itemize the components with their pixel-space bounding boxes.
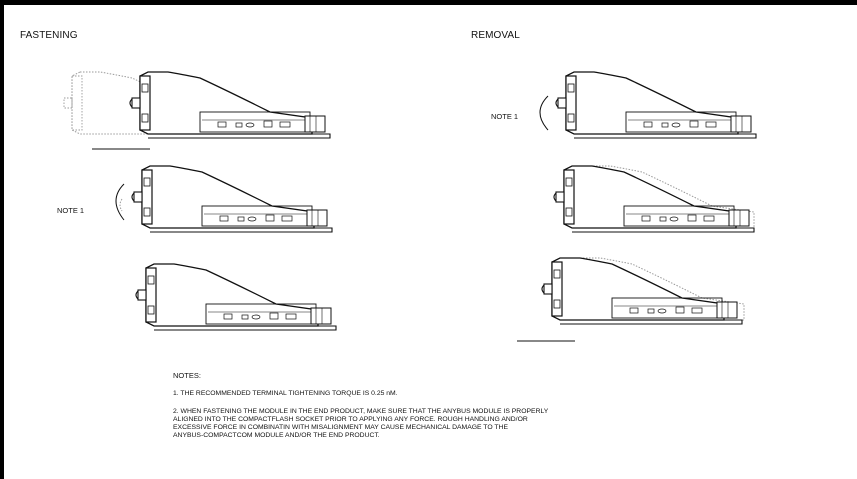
rotation-arrow-icon [115, 183, 125, 221]
note-item-1: 1. THE RECOMMENDED TERMINAL TIGHTENING T… [173, 390, 398, 397]
frame-left-border [0, 0, 4, 479]
fastening-step-2 [115, 165, 333, 233]
removal-title: REMOVAL [471, 30, 520, 41]
removal-note-callout: NOTE 1 [491, 112, 519, 121]
note-item-2: 2. WHEN FASTENING THE MODULE IN THE END … [173, 408, 549, 439]
removal-step-3 [541, 257, 745, 325]
fastening-note-callout: NOTE 1 [57, 206, 85, 215]
notes-heading: NOTES: [173, 371, 201, 380]
fastening-step-1 [63, 71, 331, 139]
fastening-step-3 [135, 263, 337, 331]
fastening-title: FASTENING [20, 30, 78, 41]
removal-step-1 [539, 71, 757, 139]
frame-top-border [0, 0, 857, 5]
rotation-arrow-icon [539, 95, 549, 131]
removal-step-2 [553, 165, 755, 233]
notes-block: NOTES: 1. THE RECOMMENDED TERMINAL TIGHT… [173, 372, 733, 450]
